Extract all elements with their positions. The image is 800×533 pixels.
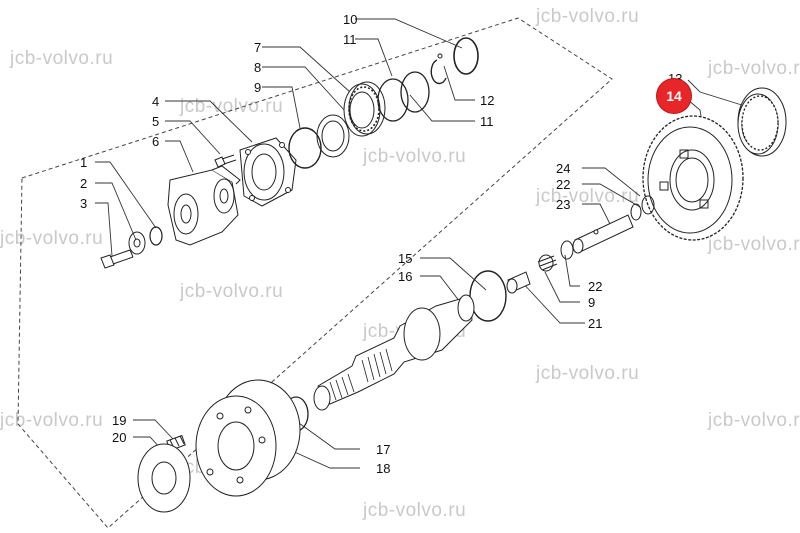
callout-22: 22	[556, 177, 571, 192]
watermark: jcb-volvo.ru	[363, 500, 467, 521]
callout-21: 21	[588, 316, 603, 331]
callout-11: 11	[343, 32, 357, 47]
callout-16: 16	[398, 269, 413, 284]
callout-20: 20	[112, 430, 127, 445]
part-7-bearing	[343, 81, 386, 137]
part-9-oring	[288, 127, 322, 169]
watermark: jcb-volvo.ru	[10, 48, 114, 69]
callout-8: 8	[254, 60, 262, 75]
part-18-hub	[195, 379, 301, 497]
callout-9: 9	[254, 80, 262, 95]
watermark: jcb-volvo.ru	[0, 410, 104, 431]
callout-18: 18	[376, 461, 391, 476]
part-2-washer	[128, 231, 146, 255]
part-22-oring-b	[560, 240, 574, 260]
callout-9-b: 9	[588, 295, 596, 310]
part-13-bearing	[737, 87, 787, 157]
callout-19: 19	[112, 413, 127, 428]
callout-3: 3	[80, 196, 88, 211]
watermark: jcb-volvo.ru	[536, 363, 640, 384]
highlighted-part-badge[interactable]: 14	[657, 79, 691, 113]
part-3-bolt	[100, 249, 134, 269]
watermark: jcb-volvo.ru	[0, 228, 104, 249]
watermark: jcb-volvo.ru	[708, 58, 800, 79]
watermark: jcb-volvo.ru	[536, 6, 640, 27]
callout-12: 12	[480, 93, 495, 108]
part-9-spring	[537, 254, 558, 272]
watermark: jcb-volvo.ru	[708, 234, 800, 255]
highlighted-part-number: 14	[666, 88, 682, 104]
callout-11-b: 11	[480, 114, 494, 129]
callout-2: 2	[80, 176, 88, 191]
watermark: jcb-volvo.ru	[363, 146, 467, 167]
part-11-ring	[377, 78, 409, 122]
part-5-bolt	[214, 154, 237, 168]
part-15-oring	[469, 270, 507, 322]
callout-6: 6	[152, 134, 160, 149]
part-23-pin	[572, 214, 634, 254]
part-6-yoke	[167, 165, 241, 246]
part-21-fitting	[506, 271, 531, 294]
callout-15: 15	[398, 251, 413, 266]
callout-24: 24	[556, 161, 571, 176]
part-8-seal	[316, 114, 350, 158]
part-4-flange	[239, 137, 297, 207]
callout-5: 5	[152, 114, 160, 129]
callout-7: 7	[254, 40, 262, 55]
watermark: jcb-volvo.ru	[708, 410, 800, 431]
part-22-oring	[630, 203, 642, 221]
callout-10: 10	[343, 12, 358, 27]
part-14-gear	[642, 115, 744, 241]
callout-17: 17	[376, 442, 391, 457]
callout-23: 23	[556, 197, 571, 212]
part-20-disc	[137, 443, 191, 513]
part-12-clip	[430, 59, 447, 85]
part-10-snapring	[453, 37, 479, 75]
part-16-shaft	[313, 294, 475, 411]
callout-4: 4	[152, 94, 160, 109]
assembly-boundary	[17, 17, 613, 529]
callout-1: 1	[80, 155, 88, 170]
part-24-oring	[641, 195, 655, 215]
part-1-oring	[149, 226, 163, 246]
callout-22-b: 22	[588, 279, 603, 294]
part-11-ring-b	[400, 71, 430, 113]
watermark: jcb-volvo.ru	[180, 281, 284, 302]
